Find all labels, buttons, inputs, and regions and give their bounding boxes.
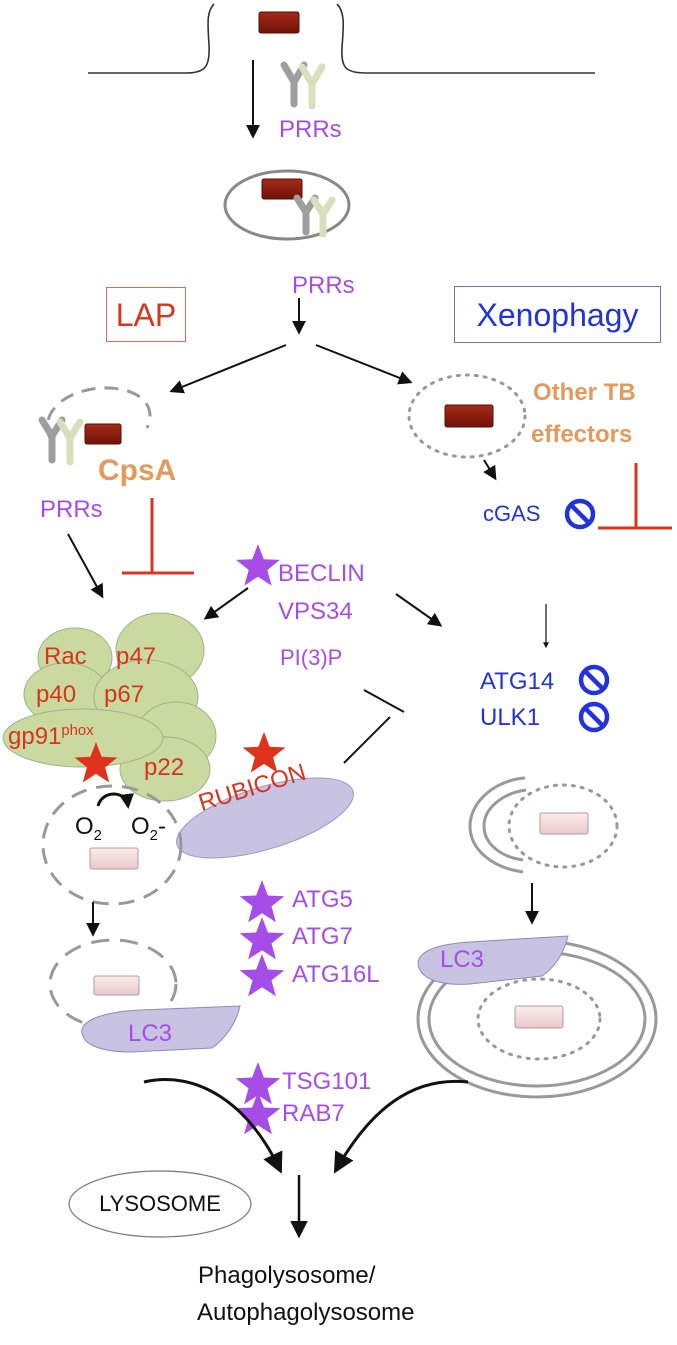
receptor-top-icon	[280, 61, 326, 110]
star-rubicon-icon	[242, 732, 286, 773]
bacterium-degraded-lc3-left	[93, 975, 140, 996]
lc3-label-right: LC3	[440, 946, 485, 973]
receptor-phagosome-icon	[293, 194, 336, 238]
arrow-curve-right	[333, 1079, 469, 1174]
phagophore-inner-line	[482, 788, 527, 862]
star-atg7-icon	[239, 917, 285, 960]
lc3-right-shape	[417, 935, 569, 985]
atg16l-label: ATG16L	[292, 961, 380, 988]
phagosome-top	[223, 169, 351, 241]
receptor-lap-icon	[38, 416, 84, 466]
pi3p-inhibition	[343, 689, 405, 764]
gp91phox-label: gp91phox	[8, 723, 94, 750]
vps34-label: VPS34	[278, 598, 353, 625]
rab7-label: RAB7	[282, 1100, 345, 1127]
prrs-label-mid: PRRs	[292, 272, 355, 299]
lc3-left-shape	[81, 1005, 241, 1053]
ulk1-label: ULK1	[480, 704, 541, 731]
p40-label: p40	[36, 681, 77, 708]
bacterium-degraded-autophagosome	[514, 1005, 564, 1029]
arrow-to-xeno	[315, 344, 413, 385]
ros-curved-arrow	[96, 792, 134, 809]
lysosome-label: LYSOSOME	[99, 1191, 221, 1216]
no-symbol-atg14-icon	[578, 664, 610, 696]
star-rab7-icon	[235, 1092, 281, 1135]
effectors-label: effectors	[531, 421, 633, 448]
cpsa-inhibition	[122, 498, 194, 575]
beclin-label: BECLIN	[278, 560, 365, 587]
bacterium-degraded-lap	[89, 847, 139, 870]
cpsa-label: CpsA	[98, 454, 177, 487]
star-atg5-icon	[239, 880, 285, 923]
p67-label: p67	[104, 681, 145, 708]
arrow-beclin-right	[395, 593, 443, 627]
autophagolysosome-label: Autophagolysosome	[197, 1299, 415, 1326]
bacterium-top	[258, 11, 300, 34]
xeno-vesicle	[407, 373, 527, 459]
bacterium-phagosome	[261, 178, 303, 200]
lc3-label-left: LC3	[128, 1020, 173, 1047]
lap-vesicle	[46, 386, 152, 443]
lysosome-shape	[68, 1170, 252, 1238]
lap-vesicle-lc3	[48, 938, 178, 1030]
p47-label: p47	[116, 643, 157, 670]
cgas-label: cGAS	[483, 501, 541, 526]
pi3p-label: PI(3)P	[280, 645, 343, 670]
star-atg16l-icon	[239, 954, 285, 997]
autophagosome-dotted	[476, 977, 602, 1061]
p22-label: p22	[144, 754, 185, 781]
arrow-curve-left	[143, 1078, 283, 1174]
bacterium-lap	[84, 423, 122, 445]
bacterium-degraded-phagophore	[539, 812, 589, 835]
star-beclin-icon	[236, 544, 280, 586]
xenophagy-label: Xenophagy	[454, 286, 661, 343]
arrow-beclin-left	[203, 587, 249, 620]
arrow-to-cgas	[483, 459, 497, 481]
prrs-label-top: PRRs	[279, 116, 342, 143]
atg7-label: ATG7	[292, 923, 353, 950]
no-symbol-ulk1-icon	[578, 701, 610, 733]
arrow-to-lap	[169, 344, 287, 394]
phox-superscript: phox	[61, 723, 94, 739]
o2-label: O2	[75, 813, 102, 844]
phagophore-outer	[468, 776, 526, 874]
tsg101-label: TSG101	[282, 1068, 372, 1095]
nox2-complex	[2, 612, 217, 802]
tb-effector-inhibition	[598, 463, 672, 530]
lap-phagosome	[41, 784, 183, 906]
atg14-label: ATG14	[480, 668, 555, 695]
prrs-label-left: PRRs	[40, 496, 103, 523]
plasma-membrane	[88, 3, 595, 74]
phagophore-inner	[507, 783, 619, 869]
arrow-prrs-to-nox	[67, 533, 104, 599]
rac-label: Rac	[44, 643, 87, 670]
rubicon-blob	[176, 777, 354, 859]
bacterium-xeno	[444, 404, 494, 428]
star-nox2-icon	[74, 742, 118, 783]
no-symbol-cgas-icon	[564, 498, 596, 530]
superoxide-label: O2-	[131, 813, 166, 844]
other-tb-label: Other TB	[533, 379, 636, 406]
atg5-label: ATG5	[292, 886, 353, 913]
phagolysosome-label: Phagolysosome/	[198, 1262, 376, 1289]
star-tsg101-icon	[235, 1062, 281, 1105]
lap-label: LAP	[106, 287, 186, 342]
